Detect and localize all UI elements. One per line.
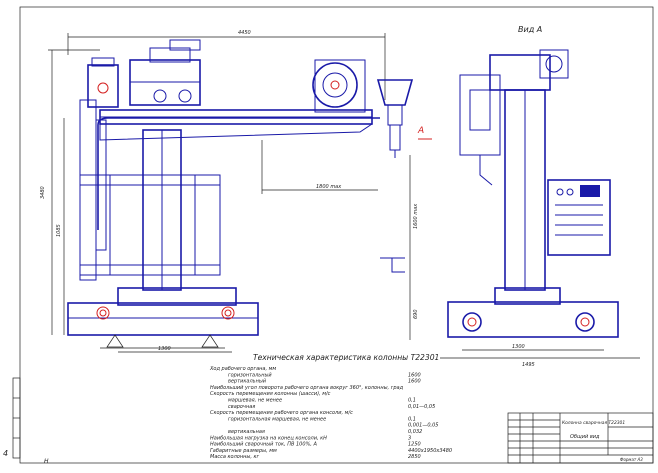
- spec-row-label: Габаритные размеры, мм: [210, 448, 277, 454]
- flux-hopper: [376, 79, 414, 106]
- spec-title: Техническая характеристика колонны Т2230…: [253, 353, 439, 362]
- spec-row-value: 4400х1950х3480: [408, 448, 452, 454]
- title-block: Колонна сварочная Т22301 Общий вид Форма…: [507, 412, 654, 464]
- side-base: [447, 301, 619, 338]
- section-marker: А: [417, 126, 424, 136]
- corner-mark: 4: [3, 449, 8, 458]
- side-wheel-right-icon: [575, 312, 595, 332]
- side-head-assembly: [459, 74, 501, 156]
- spec-section: Техническая характеристика колонны Т2230…: [209, 353, 452, 460]
- spec-row-value: 1250: [408, 442, 421, 448]
- title-name: Колонна сварочная Т22301: [562, 420, 625, 426]
- spec-row-label: Наибольший угол поворота рабочего органа…: [210, 385, 404, 391]
- dim-base-height: 690: [413, 309, 419, 319]
- spec-row-label: горизонтальный: [228, 372, 272, 378]
- spec-row-label: вертикальный: [228, 379, 267, 385]
- side-view: Вид А 1300 1495: [440, 25, 640, 368]
- right-wheel-icon: [221, 306, 235, 320]
- bottom-center-mark: Н: [44, 458, 49, 465]
- spec-row-label: Скорость перемещения колонны (шасси), м/…: [210, 391, 331, 397]
- title-format: Формат А3: [620, 457, 643, 462]
- sheet-frame: [19, 6, 654, 464]
- spec-row-label: вертикальная: [228, 429, 265, 435]
- left-wheel-icon: [96, 306, 110, 320]
- dim-vertical-travel: 1600 max: [413, 204, 419, 229]
- dim-right-total: 1495: [522, 362, 535, 368]
- spec-row-label: горизонтальная маршевая, не менее: [228, 416, 326, 422]
- view-label: Вид А: [518, 25, 542, 34]
- dim-base-width-left: 1300: [158, 346, 171, 352]
- equipment-cabinet: [79, 174, 221, 276]
- front-view: 4450 3480 1085 1300: [40, 30, 432, 353]
- spec-row-label: Ход рабочего органа, мм: [209, 366, 276, 372]
- spec-row-value: 3: [408, 435, 411, 441]
- spec-row-value: 1600: [408, 372, 421, 378]
- spec-row-label: Масса колонны, кг: [210, 454, 260, 460]
- spec-row-label: маршевая, не менее: [228, 398, 282, 404]
- spec-row-value: 2850: [408, 454, 421, 460]
- spec-row-label: Наибольшая нагрузка на конец консоли, кН: [210, 435, 327, 441]
- wire-reel: [312, 62, 358, 108]
- cable-pipe: [97, 117, 380, 150]
- spec-row-label: Наибольший сварочный ток, ПВ 100%, А: [210, 442, 317, 448]
- title-subtitle: Общий вид: [570, 434, 600, 440]
- spec-row-value: 0,001—0,05: [408, 423, 438, 429]
- side-top-motor: [489, 54, 551, 91]
- dim-left-height: 1085: [56, 224, 62, 237]
- dim-base-width-right: 1300: [512, 344, 525, 350]
- base-platform: [67, 302, 259, 336]
- dim-overall-height: 3480: [40, 186, 46, 199]
- left-frame: [79, 99, 97, 281]
- control-cabinet: [547, 179, 611, 256]
- spec-row-label: сварочная: [228, 404, 255, 410]
- spec-row-value: 0,1: [408, 416, 416, 422]
- spec-row-value: 0,1: [408, 398, 416, 404]
- spec-row-value: 0,032: [408, 429, 422, 435]
- spec-row-value: 0,01—0,05: [408, 404, 435, 410]
- side-wheel-left-icon: [462, 312, 482, 332]
- turntable: [117, 287, 237, 306]
- spec-row-value: 1600: [408, 379, 421, 385]
- dim-reach: 1800 max: [316, 184, 341, 190]
- spec-row-label: Скорость перемещения рабочего органа кон…: [210, 410, 353, 416]
- drive-motor: [87, 64, 119, 108]
- dim-overall-width: 4450: [238, 30, 251, 36]
